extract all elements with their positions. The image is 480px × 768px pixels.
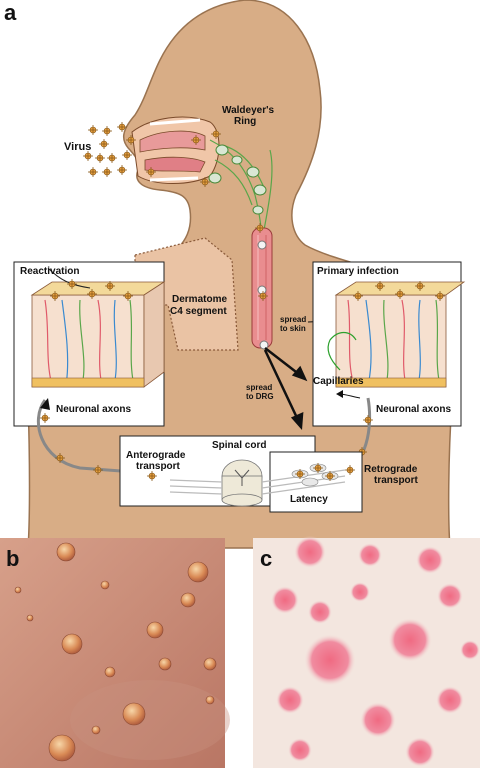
- reactivation-panel: [13, 261, 166, 427]
- blood-vessel: [251, 227, 273, 350]
- spinal-cord-box: [119, 435, 363, 513]
- panel-c-photo: c: [253, 536, 480, 768]
- retrograde-label-line1: Retrograde: [364, 464, 418, 475]
- anterograde-label-line2: transport: [136, 461, 181, 472]
- panel-label-b: b: [6, 546, 19, 571]
- spread-skin-label-line2: to skin: [280, 324, 306, 333]
- waldeyer-label-line1: Waldeyer's: [222, 105, 274, 116]
- oral-cavity: [131, 116, 220, 184]
- primary-infection-panel: [312, 261, 466, 427]
- virus-label: Virus: [64, 141, 91, 153]
- primary-infection-label: Primary infection: [317, 266, 399, 277]
- spread-drg-label-line1: spread: [246, 383, 272, 392]
- left-axon-arrowhead: [40, 398, 50, 410]
- panel-label-a: a: [4, 0, 17, 25]
- capillaries-label: Capillaries: [313, 376, 364, 387]
- panel-label-c: c: [260, 546, 272, 571]
- spread-arrows: [263, 347, 308, 431]
- spread-drg-label-line2: to DRG: [246, 392, 274, 401]
- spread-skin-label-line1: spread: [280, 315, 306, 324]
- latency-label: Latency: [290, 494, 328, 505]
- anterograde-label-line1: Anterograde: [126, 450, 186, 461]
- spinal-cord-label: Spinal cord: [212, 440, 266, 451]
- lymph-nodes: [208, 144, 267, 215]
- reactivation-label: Reactivation: [20, 266, 79, 277]
- waldeyer-label-line2: Ring: [234, 116, 256, 127]
- neuronal-axons-right-label: Neuronal axons: [376, 404, 451, 415]
- dermatome-label-line1: Dermatome: [172, 294, 227, 305]
- neuronal-axons-left-label: Neuronal axons: [56, 404, 131, 415]
- panel-b-photo: b: [0, 538, 230, 768]
- retrograde-label-line2: transport: [374, 475, 419, 486]
- dermatome-label-line2: C4 segment: [170, 306, 227, 317]
